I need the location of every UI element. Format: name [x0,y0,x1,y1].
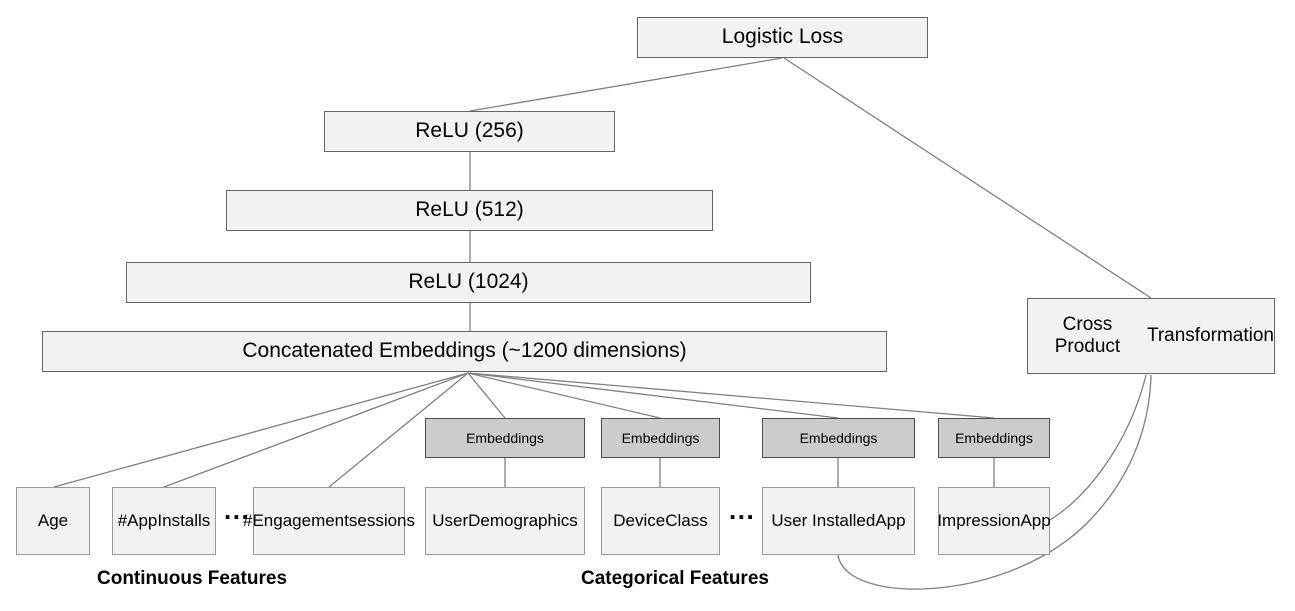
node-emb_device_class[interactable]: Embeddings [601,418,720,458]
node-age[interactable]: Age [16,487,90,555]
node-emb_user_demo-label: Embeddings [466,429,544,446]
node-impression_app-label: Impression [937,510,1021,530]
node-device_class-label: Device [613,510,666,530]
node-age-label: Age [37,510,69,530]
node-relu_1024[interactable]: ReLU (1024) [126,262,811,303]
node-emb_user_installed-label: Embeddings [799,429,878,446]
node-user_installed_app-label: User Installed [771,510,876,530]
node-emb_user_demo[interactable]: Embeddings [425,418,585,458]
ellipsis_categorical: ... [729,495,756,525]
node-app_installs-label: Installs [157,510,211,530]
node-cross_product[interactable]: Cross Product Transformation [1027,298,1275,374]
node-emb_user_installed[interactable]: Embeddings [762,418,915,458]
edge-installedapp-cross [837,374,1152,590]
node-relu_256[interactable]: ReLU (256) [324,111,615,152]
edge-concat-embdevice [467,372,661,419]
node-impression_app-label: App [1020,510,1051,530]
node-relu_512-label: ReLU (512) [415,198,524,222]
edge-impressionapp-cross [1049,374,1147,521]
node-relu_512[interactable]: ReLU (512) [226,190,713,231]
group-label-continuous_features: Continuous Features [97,568,288,589]
node-emb_impression[interactable]: Embeddings [938,418,1050,458]
node-concat_embeddings[interactable]: Concatenated Embeddings (~1200 dimension… [42,331,887,372]
node-logistic_loss-label: Logistic Loss [721,25,844,49]
node-user_demographics-label: Demographics [468,510,578,530]
node-device_class-label: Class [665,510,708,530]
node-relu_256-label: ReLU (256) [415,119,524,143]
node-cross_product-label: Cross Product [1054,313,1121,357]
node-app_installs-label: #App [117,510,158,530]
node-user_installed_app-label: App [875,510,906,530]
node-engagement-label: sessions [348,510,416,530]
edge-concat-appinstalls [163,372,469,488]
node-relu_1024-label: ReLU (1024) [408,270,529,294]
node-user_demographics-label: User [432,510,469,530]
ellipsis_continuous: ... [224,495,251,525]
node-logistic_loss[interactable]: Logistic Loss [637,17,928,58]
node-cross_product-label: Transformation [1146,324,1274,346]
edge-concat-age [53,372,469,488]
node-emb_impression-label: Embeddings [955,429,1033,446]
edge-relu256-loss [469,57,783,112]
group-label-categorical_features: Categorical Features [581,568,769,589]
edge-concat-embinstalled [467,372,839,419]
node-engagement-label: #Engagement [243,510,349,530]
edge-concat-embimpression [467,372,995,419]
node-emb_device_class-label: Embeddings [621,429,700,446]
node-concat_embeddings-label: Concatenated Embeddings (~1200 dimension… [242,339,687,363]
edge-cross-loss [783,57,1152,299]
edge-concat-embdemo [467,372,506,419]
